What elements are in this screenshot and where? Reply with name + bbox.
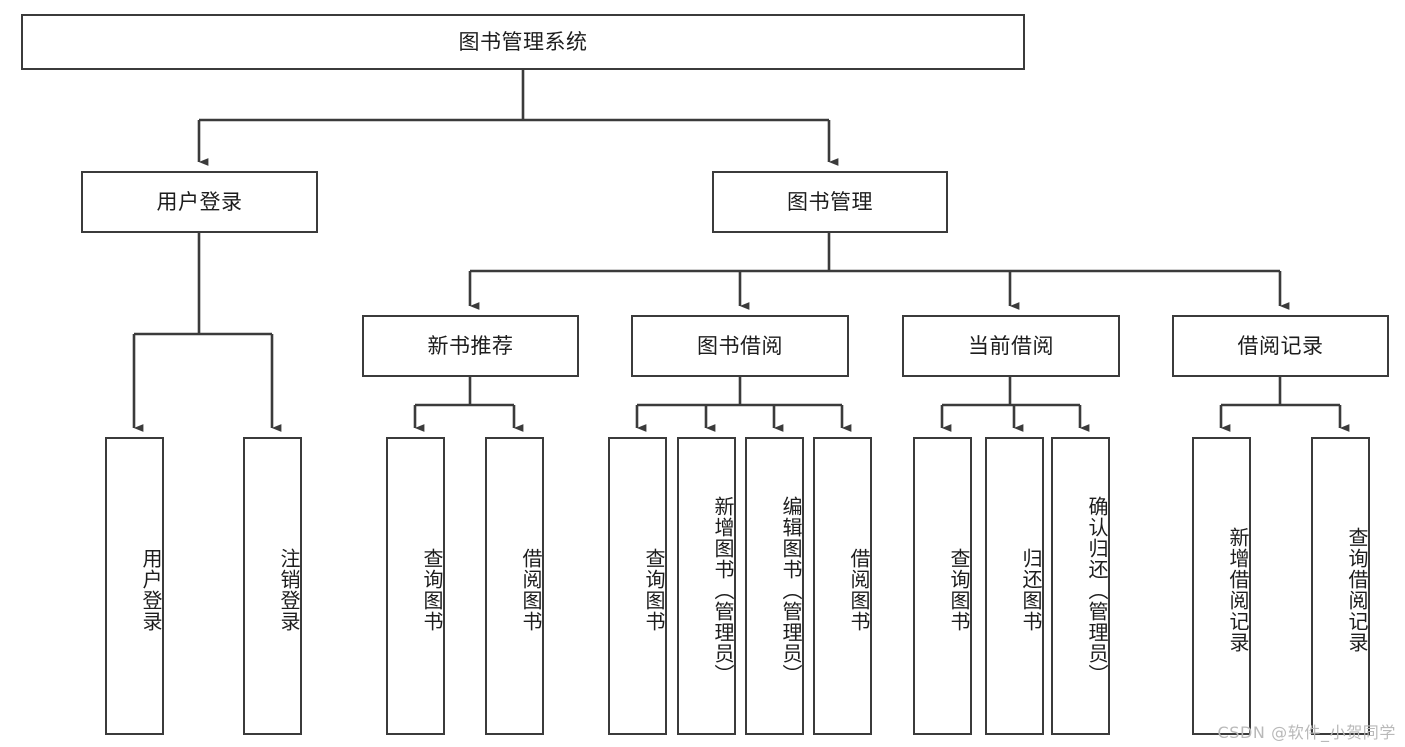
node-leaf-borrow-book-recommend[interactable]: 借阅图书: [485, 437, 544, 735]
node-leaf-confirm-return-admin-label: 确认归还（管理员）: [1085, 495, 1109, 685]
node-current-borrow[interactable]: 当前借阅: [902, 315, 1120, 377]
node-leaf-borrow-book-label: 借阅图书: [847, 548, 871, 632]
node-leaf-return-book[interactable]: 归还图书: [985, 437, 1044, 735]
node-leaf-return-book-label: 归还图书: [1019, 548, 1043, 632]
node-book-management[interactable]: 图书管理: [712, 171, 948, 233]
node-leaf-query-book-borrow-label: 查询图书: [642, 548, 666, 632]
node-root[interactable]: 图书管理系统: [21, 14, 1025, 70]
node-leaf-query-book-current[interactable]: 查询图书: [913, 437, 972, 735]
node-leaf-query-book-recommend[interactable]: 查询图书: [386, 437, 445, 735]
node-leaf-logout-label: 注销登录: [277, 548, 301, 632]
node-leaf-add-borrow-record-label: 新增借阅记录: [1226, 527, 1250, 653]
node-leaf-add-book-admin-label: 新增图书（管理员）: [711, 495, 735, 685]
node-book-management-label: 图书管理: [787, 189, 873, 214]
node-leaf-query-book-recommend-label: 查询图书: [420, 548, 444, 632]
node-root-label: 图书管理系统: [458, 29, 588, 54]
node-leaf-edit-book-admin[interactable]: 编辑图书（管理员）: [745, 437, 804, 735]
node-current-borrow-label: 当前借阅: [968, 333, 1054, 358]
node-user-login[interactable]: 用户登录: [81, 171, 318, 233]
node-leaf-user-login-label: 用户登录: [139, 548, 163, 632]
node-leaf-borrow-book-recommend-label: 借阅图书: [519, 548, 543, 632]
node-book-borrow-label: 图书借阅: [697, 333, 783, 358]
node-leaf-borrow-book[interactable]: 借阅图书: [813, 437, 872, 735]
node-user-login-label: 用户登录: [156, 189, 243, 214]
node-book-borrow[interactable]: 图书借阅: [631, 315, 849, 377]
node-leaf-add-borrow-record[interactable]: 新增借阅记录: [1192, 437, 1251, 735]
node-leaf-user-login[interactable]: 用户登录: [105, 437, 164, 735]
node-leaf-edit-book-admin-label: 编辑图书（管理员）: [779, 495, 803, 685]
node-borrow-record-label: 借阅记录: [1237, 333, 1324, 358]
node-borrow-record[interactable]: 借阅记录: [1172, 315, 1389, 377]
node-leaf-confirm-return-admin[interactable]: 确认归还（管理员）: [1051, 437, 1110, 735]
node-leaf-query-borrow-record[interactable]: 查询借阅记录: [1311, 437, 1370, 735]
node-leaf-query-book-borrow[interactable]: 查询图书: [608, 437, 667, 735]
node-leaf-query-book-current-label: 查询图书: [947, 548, 971, 632]
node-leaf-add-book-admin[interactable]: 新增图书（管理员）: [677, 437, 736, 735]
node-new-book-recommend[interactable]: 新书推荐: [362, 315, 579, 377]
node-leaf-logout[interactable]: 注销登录: [243, 437, 302, 735]
node-new-book-recommend-label: 新书推荐: [427, 333, 514, 358]
node-leaf-query-borrow-record-label: 查询借阅记录: [1345, 527, 1369, 653]
